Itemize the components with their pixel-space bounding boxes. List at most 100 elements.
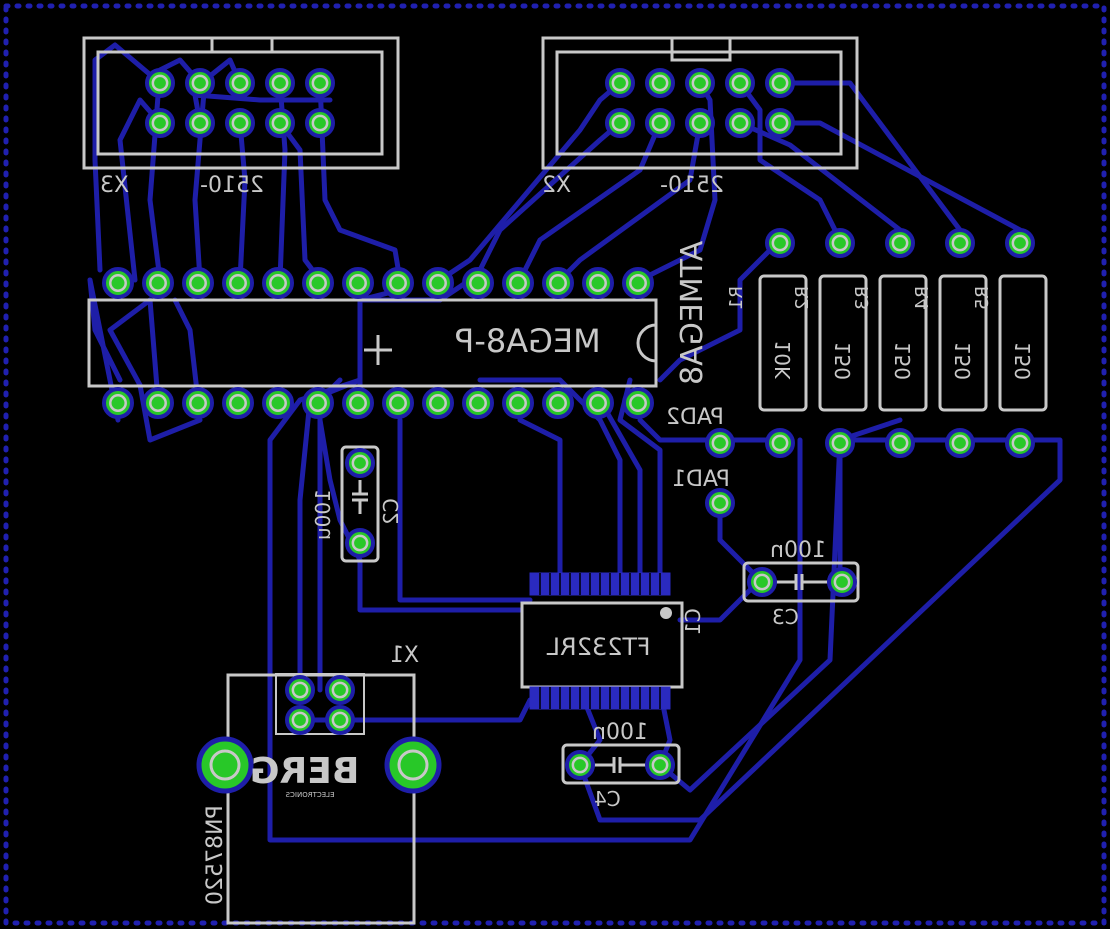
x2-pin xyxy=(725,68,755,98)
x2-ref: X2 xyxy=(542,173,571,198)
mcu-pin xyxy=(342,387,374,419)
r5-value: 150 xyxy=(1011,342,1035,380)
r4-value: 150 xyxy=(951,342,975,380)
c2-pin xyxy=(345,528,375,558)
resistor-pin xyxy=(765,228,795,258)
c3-ref: C3 xyxy=(772,605,799,629)
x2-pin xyxy=(685,108,715,138)
r1-outline xyxy=(758,274,808,412)
x2-pin xyxy=(765,68,795,98)
mcu-pin xyxy=(502,267,534,299)
r5-outline xyxy=(998,274,1048,412)
mcu-pin xyxy=(422,267,454,299)
resistor-pin xyxy=(885,428,915,458)
x2-pin xyxy=(605,108,635,138)
x3-pin xyxy=(265,68,295,98)
c3-value: 100n xyxy=(770,538,826,563)
pad1-pin xyxy=(705,488,735,518)
mcu-pin xyxy=(262,267,294,299)
x3-pin xyxy=(185,68,215,98)
c3-pin xyxy=(827,567,857,597)
x3-pin xyxy=(305,68,335,98)
x1-mount-pads xyxy=(196,736,442,794)
mcu-pin xyxy=(182,267,214,299)
c2-pin xyxy=(345,448,375,478)
c3-pin xyxy=(747,567,777,597)
x3-pin xyxy=(225,108,255,138)
pads xyxy=(102,68,1035,780)
mcu-pin xyxy=(622,387,654,419)
mcu-pin xyxy=(222,387,254,419)
pad2-pin xyxy=(705,428,735,458)
x3-pin xyxy=(145,108,175,138)
x2-pin xyxy=(605,68,635,98)
resistor-pin xyxy=(885,228,915,258)
c4-pin xyxy=(565,750,595,780)
mcu-pin xyxy=(582,267,614,299)
x2-value: 2510- xyxy=(660,173,724,198)
mcu-pin xyxy=(102,387,134,419)
ft232-pin1-marker xyxy=(660,607,672,619)
mcu-pin xyxy=(182,387,214,419)
mcu-pin xyxy=(222,267,254,299)
c2-value: 100u xyxy=(311,489,335,540)
resistor-pin xyxy=(765,428,795,458)
resistor-pin xyxy=(1005,228,1035,258)
x3-pin xyxy=(185,108,215,138)
x2-pin xyxy=(645,108,675,138)
x2-pin xyxy=(685,68,715,98)
berg-logo: BERG xyxy=(250,751,359,792)
r3-ref: R3 xyxy=(852,286,873,310)
mcu-pin xyxy=(342,267,374,299)
mcu-value: MEGA8-P xyxy=(455,322,601,360)
x3-outline xyxy=(82,36,400,170)
pad2-ref: PAD2 xyxy=(666,405,724,430)
x2-outline xyxy=(541,36,859,170)
mcu-pin xyxy=(582,387,614,419)
mcu-pin xyxy=(142,387,174,419)
mcu-pin xyxy=(542,267,574,299)
berg-logo-sub: ELECTRONICS xyxy=(285,791,334,799)
x3-pin xyxy=(305,108,335,138)
mcu-pin xyxy=(142,267,174,299)
x2-pin xyxy=(765,108,795,138)
c4-value: 100n xyxy=(592,720,648,745)
c2-ref: C2 xyxy=(379,498,403,525)
r3-outline xyxy=(878,274,928,412)
r5-ref: R5 xyxy=(972,286,993,310)
resistor-pin xyxy=(825,428,855,458)
mcu-pin xyxy=(622,267,654,299)
x1-pin xyxy=(325,705,355,735)
silkscreen xyxy=(82,36,1048,925)
c4-outline xyxy=(561,743,681,785)
labels: X3 2510- X2 2510- MEGA8-P ATMEGA8 R1 10K… xyxy=(100,173,1035,905)
c4-pin xyxy=(645,750,675,780)
x1-value: PN87520 xyxy=(203,805,228,905)
mcu-pin xyxy=(262,387,294,419)
mcu-pin xyxy=(302,267,334,299)
r2-value: 150 xyxy=(831,342,855,380)
mcu-pin xyxy=(542,387,574,419)
c2-outline xyxy=(340,445,380,563)
x3-ref: X3 xyxy=(100,173,129,198)
mcu-pin xyxy=(382,267,414,299)
x1-pin xyxy=(285,705,315,735)
mcu-pin xyxy=(422,387,454,419)
x1-pin xyxy=(325,675,355,705)
x1-pin xyxy=(285,675,315,705)
x3-pin xyxy=(225,68,255,98)
x3-pin xyxy=(265,108,295,138)
r1-value: 10K xyxy=(771,341,795,380)
mcu-pin xyxy=(382,387,414,419)
resistor-pin xyxy=(1005,428,1035,458)
pad1-ref: PAD1 xyxy=(672,467,730,492)
board-border xyxy=(3,3,1107,926)
ft232-value: FT232RL xyxy=(546,633,651,661)
x1-ref: X1 xyxy=(390,643,419,668)
resistor-pin xyxy=(945,228,975,258)
r2-ref: R2 xyxy=(792,286,813,310)
r4-outline xyxy=(938,274,988,412)
r4-ref: R4 xyxy=(912,286,933,310)
mcu-outline xyxy=(87,298,658,388)
